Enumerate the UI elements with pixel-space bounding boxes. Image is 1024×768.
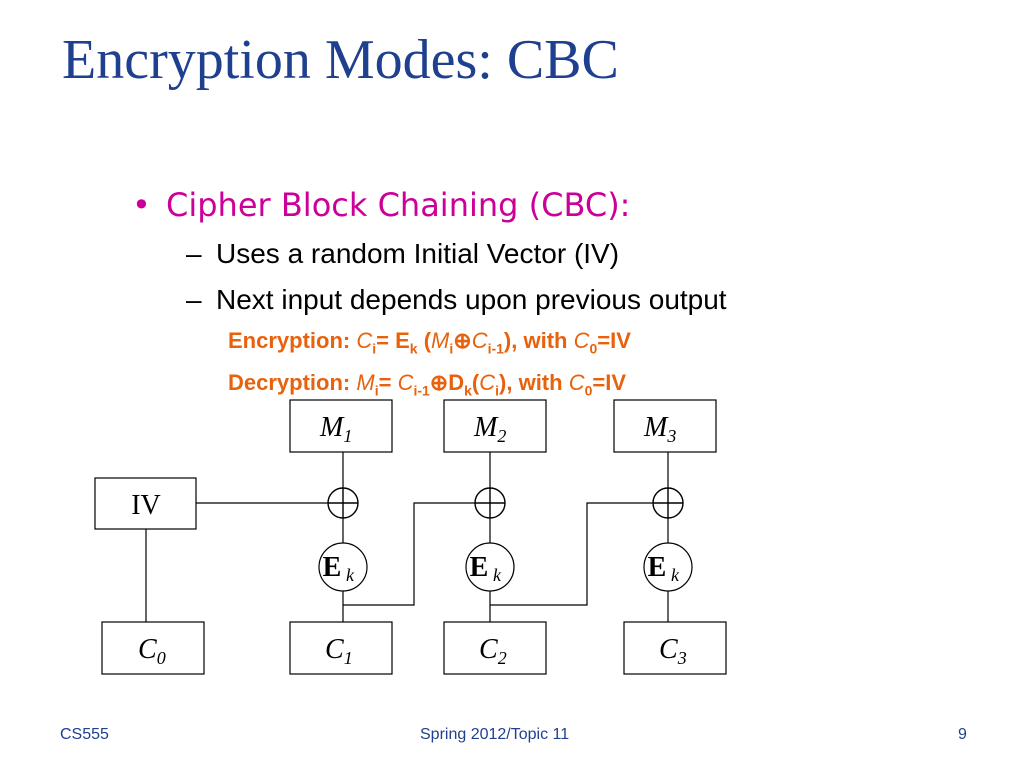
bullet-marker: •	[132, 186, 151, 224]
svg-text:M2: M2	[473, 412, 506, 446]
svg-text:E: E	[470, 552, 489, 583]
xor-icon	[474, 487, 506, 519]
svg-text:IV: IV	[131, 490, 161, 521]
subitem-iv-text: Uses a random Initial Vector (IV)	[216, 238, 620, 269]
encryption-formula: Encryption: Ci= Ek (Mi⊕Ci-1), with C0=IV	[228, 328, 631, 357]
bullet-main-text: Cipher Block Chaining (CBC):	[166, 186, 631, 224]
chain-1-to-2-line	[343, 502, 475, 606]
footer-course: CS555	[60, 726, 109, 743]
svg-text:M3: M3	[643, 412, 676, 446]
message-box-m1: M1	[289, 399, 393, 453]
decryption-formula: Decryption: Mi= Ci-1⊕Dk(Ci), with C0=IV	[228, 370, 627, 399]
xor-icon	[327, 487, 359, 519]
footer-topic: Spring 2012/Topic 11	[420, 726, 570, 743]
subitem-iv: –Uses a random Initial Vector (IV)	[186, 238, 619, 270]
svg-text:E: E	[323, 552, 342, 583]
svg-text:E: E	[648, 552, 667, 583]
subitem-dash: –	[186, 284, 202, 315]
svg-text:k: k	[346, 565, 355, 585]
subitem-dash: –	[186, 238, 202, 269]
chain-2-to-3-line	[490, 502, 653, 606]
xor-icon	[652, 487, 684, 519]
cipher-node-e3: E k	[643, 542, 693, 592]
message-box-m2: M2	[443, 399, 547, 453]
svg-text:C3: C3	[659, 634, 687, 668]
bullet-main: • Cipher Block Chaining (CBC):	[132, 186, 630, 224]
svg-text:C1: C1	[325, 634, 353, 668]
decryption-label: Decryption:	[228, 370, 351, 395]
encryption-label: Encryption:	[228, 328, 351, 353]
footer-page-number: 9	[958, 726, 967, 743]
ciphertext-box-c2: C2	[443, 621, 547, 675]
svg-text:C2: C2	[479, 634, 507, 668]
svg-text:k: k	[493, 565, 502, 585]
svg-text:C0: C0	[138, 634, 166, 668]
cipher-node-e2: E k	[465, 542, 515, 592]
iv-box: IV	[94, 477, 197, 530]
svg-text:M1: M1	[319, 412, 352, 446]
subitem-next-input: –Next input depends upon previous output	[186, 284, 727, 316]
svg-text:k: k	[671, 565, 680, 585]
cipher-node-e1: E k	[318, 542, 368, 592]
connector-lines	[145, 452, 669, 622]
subitem-next-input-text: Next input depends upon previous output	[216, 284, 727, 315]
ciphertext-box-c1: C1	[289, 621, 393, 675]
slide-title: Encryption Modes: CBC	[62, 29, 619, 91]
ciphertext-box-c3: C3	[623, 621, 727, 675]
ciphertext-box-c0: C0	[101, 621, 205, 675]
message-box-m3: M3	[613, 399, 717, 453]
